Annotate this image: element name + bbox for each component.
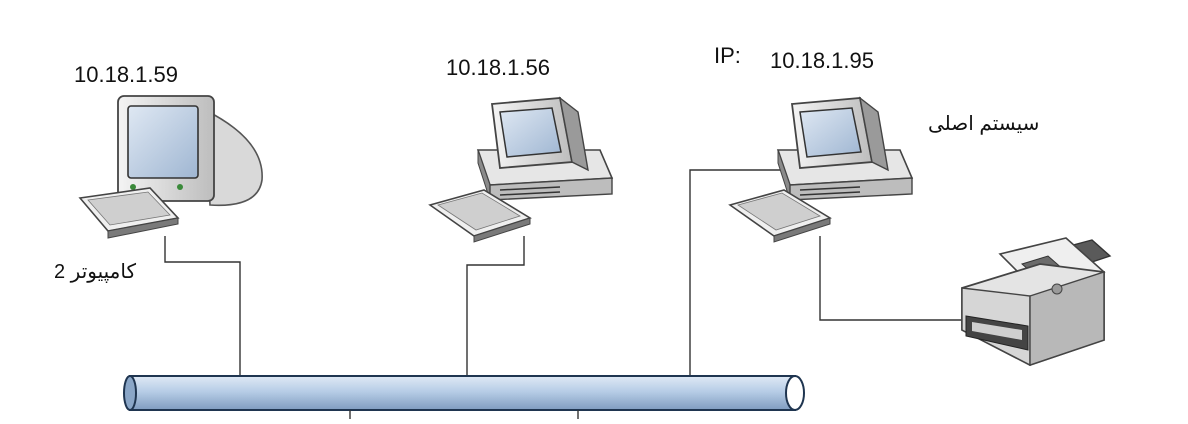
link-printer	[819, 236, 965, 321]
bus-cable-right-end	[785, 375, 805, 411]
link-left-pc	[164, 236, 241, 378]
printer-icon	[961, 237, 1112, 367]
link-right-pc	[689, 169, 808, 378]
computer-crt-icon	[78, 95, 263, 239]
bus-cable-left-end	[123, 375, 137, 411]
bus-cable-body	[129, 375, 796, 411]
ip-label-right: 10.18.1.95	[770, 48, 874, 73]
link-center-pc	[466, 236, 525, 378]
ip-label-left: 10.18.1.59	[74, 62, 178, 87]
computer-name-label: کامپیوتر 2	[54, 261, 137, 283]
network-cable-icon	[123, 375, 805, 419]
ip-label-center: 10.18.1.56	[446, 55, 550, 80]
computer-desktop-icon	[728, 96, 914, 243]
computer-desktop-icon	[428, 96, 614, 243]
network-links	[164, 169, 965, 378]
ip-prefix-right: IP:	[714, 43, 741, 68]
main-system-label: سیستم اصلی	[928, 113, 1040, 135]
